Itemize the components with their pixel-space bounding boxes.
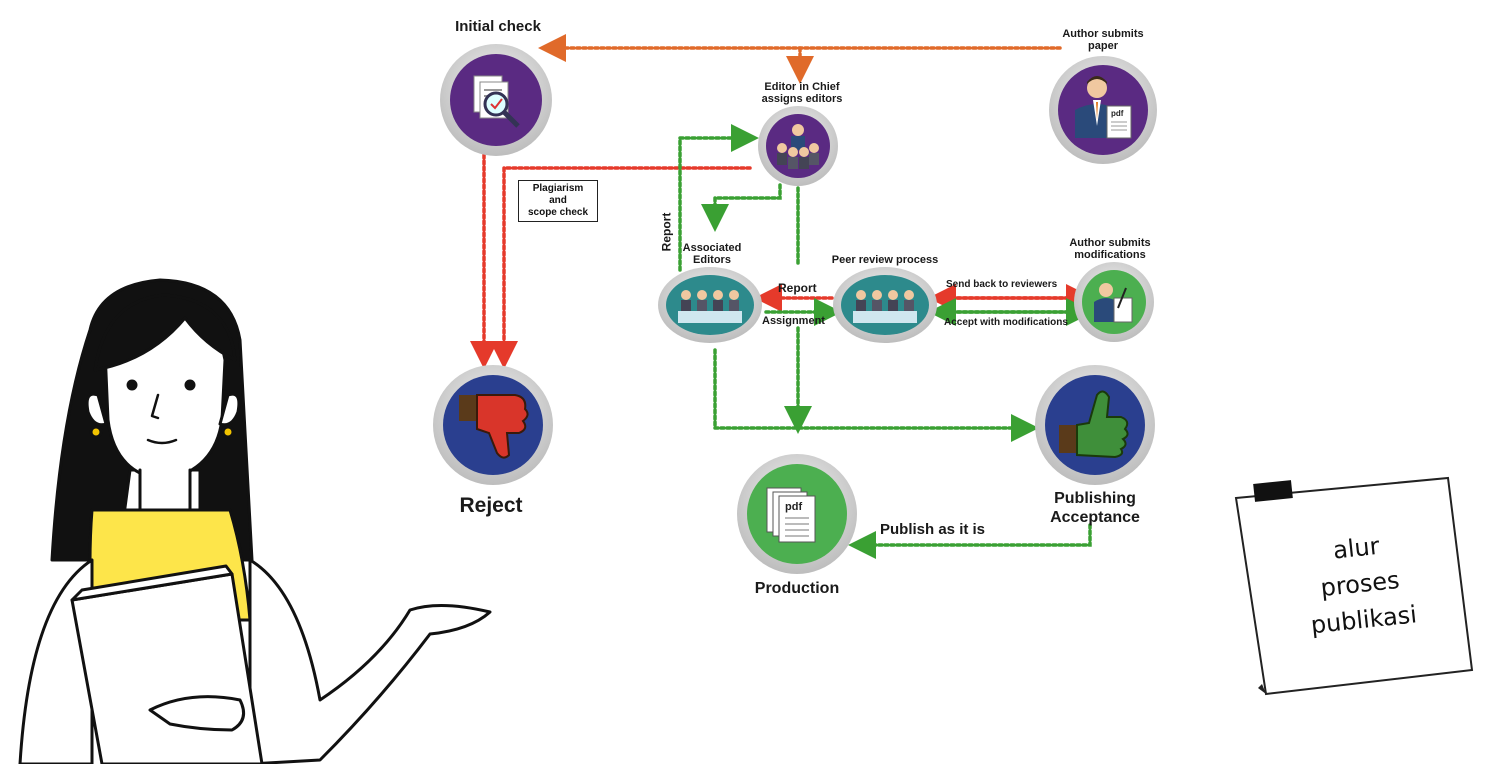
label-send-back: Send back to reviewers — [946, 279, 1058, 290]
node-reject — [433, 365, 553, 485]
arrow-editor-to-reject — [490, 166, 752, 369]
label-author-submits-paper: Author submits paper — [1062, 28, 1144, 52]
arrow-publish-as-is — [848, 523, 1092, 559]
pdf-stack-icon: pdf — [766, 487, 816, 543]
svg-text:pdf: pdf — [1111, 109, 1124, 118]
peer-review-icon — [853, 290, 917, 323]
document-magnifier-icon — [473, 75, 520, 128]
arrow-associated-report — [678, 124, 759, 272]
node-initial-check — [440, 44, 552, 156]
arrow-editor-to-associated — [701, 183, 782, 232]
label-peer-review: Peer review process — [831, 254, 939, 266]
label-publishing-acceptance: Publishing Acceptance — [1050, 490, 1140, 526]
label-author-submits-modifications: Author submits modifications — [1069, 237, 1151, 261]
label-report-arrow: Report — [778, 281, 817, 295]
label-initial-check: Initial check — [455, 18, 541, 35]
node-editor-in-chief — [758, 106, 838, 186]
author-with-pdf-icon: pdf — [1075, 76, 1132, 139]
label-accept-mods: Accept with modifications — [944, 317, 1068, 328]
thumbs-down-icon — [459, 394, 529, 459]
associated-editors-icon — [678, 290, 742, 323]
node-associated-editors — [658, 267, 762, 343]
label-reject: Reject — [459, 494, 523, 517]
label-assignment-arrow: Assignment — [762, 315, 825, 327]
node-peer-review — [833, 267, 937, 343]
svg-text:pdf: pdf — [785, 501, 802, 513]
label-editor-in-chief: Editor in Chief assigns editors — [761, 81, 843, 105]
label-production: Production — [754, 580, 840, 597]
sticky-note-text: alur proses publikasi — [1309, 531, 1419, 640]
node-publishing-acceptance — [1035, 365, 1155, 485]
thumbs-up-icon — [1059, 390, 1129, 459]
node-author-submits-modifications — [1074, 262, 1154, 342]
author-writing-icon — [1094, 283, 1133, 323]
sticky-note — [1234, 476, 1474, 696]
arrow-associated-to-acceptance — [713, 348, 1039, 442]
label-publish-as-is: Publish as it is — [880, 521, 986, 538]
label-report-vertical: Report — [659, 212, 674, 252]
editor-team-icon — [777, 124, 819, 169]
node-production: pdf — [737, 454, 857, 574]
node-author-submits-paper: pdf — [1049, 56, 1157, 164]
label-associated-editors: Associated Editors — [682, 242, 742, 266]
arrows — [470, 34, 1094, 559]
presenter-woman-illustration — [18, 278, 492, 764]
plagiarism-scope-box: Plagiarism and scope check — [518, 180, 598, 222]
note-tape — [1253, 480, 1293, 502]
